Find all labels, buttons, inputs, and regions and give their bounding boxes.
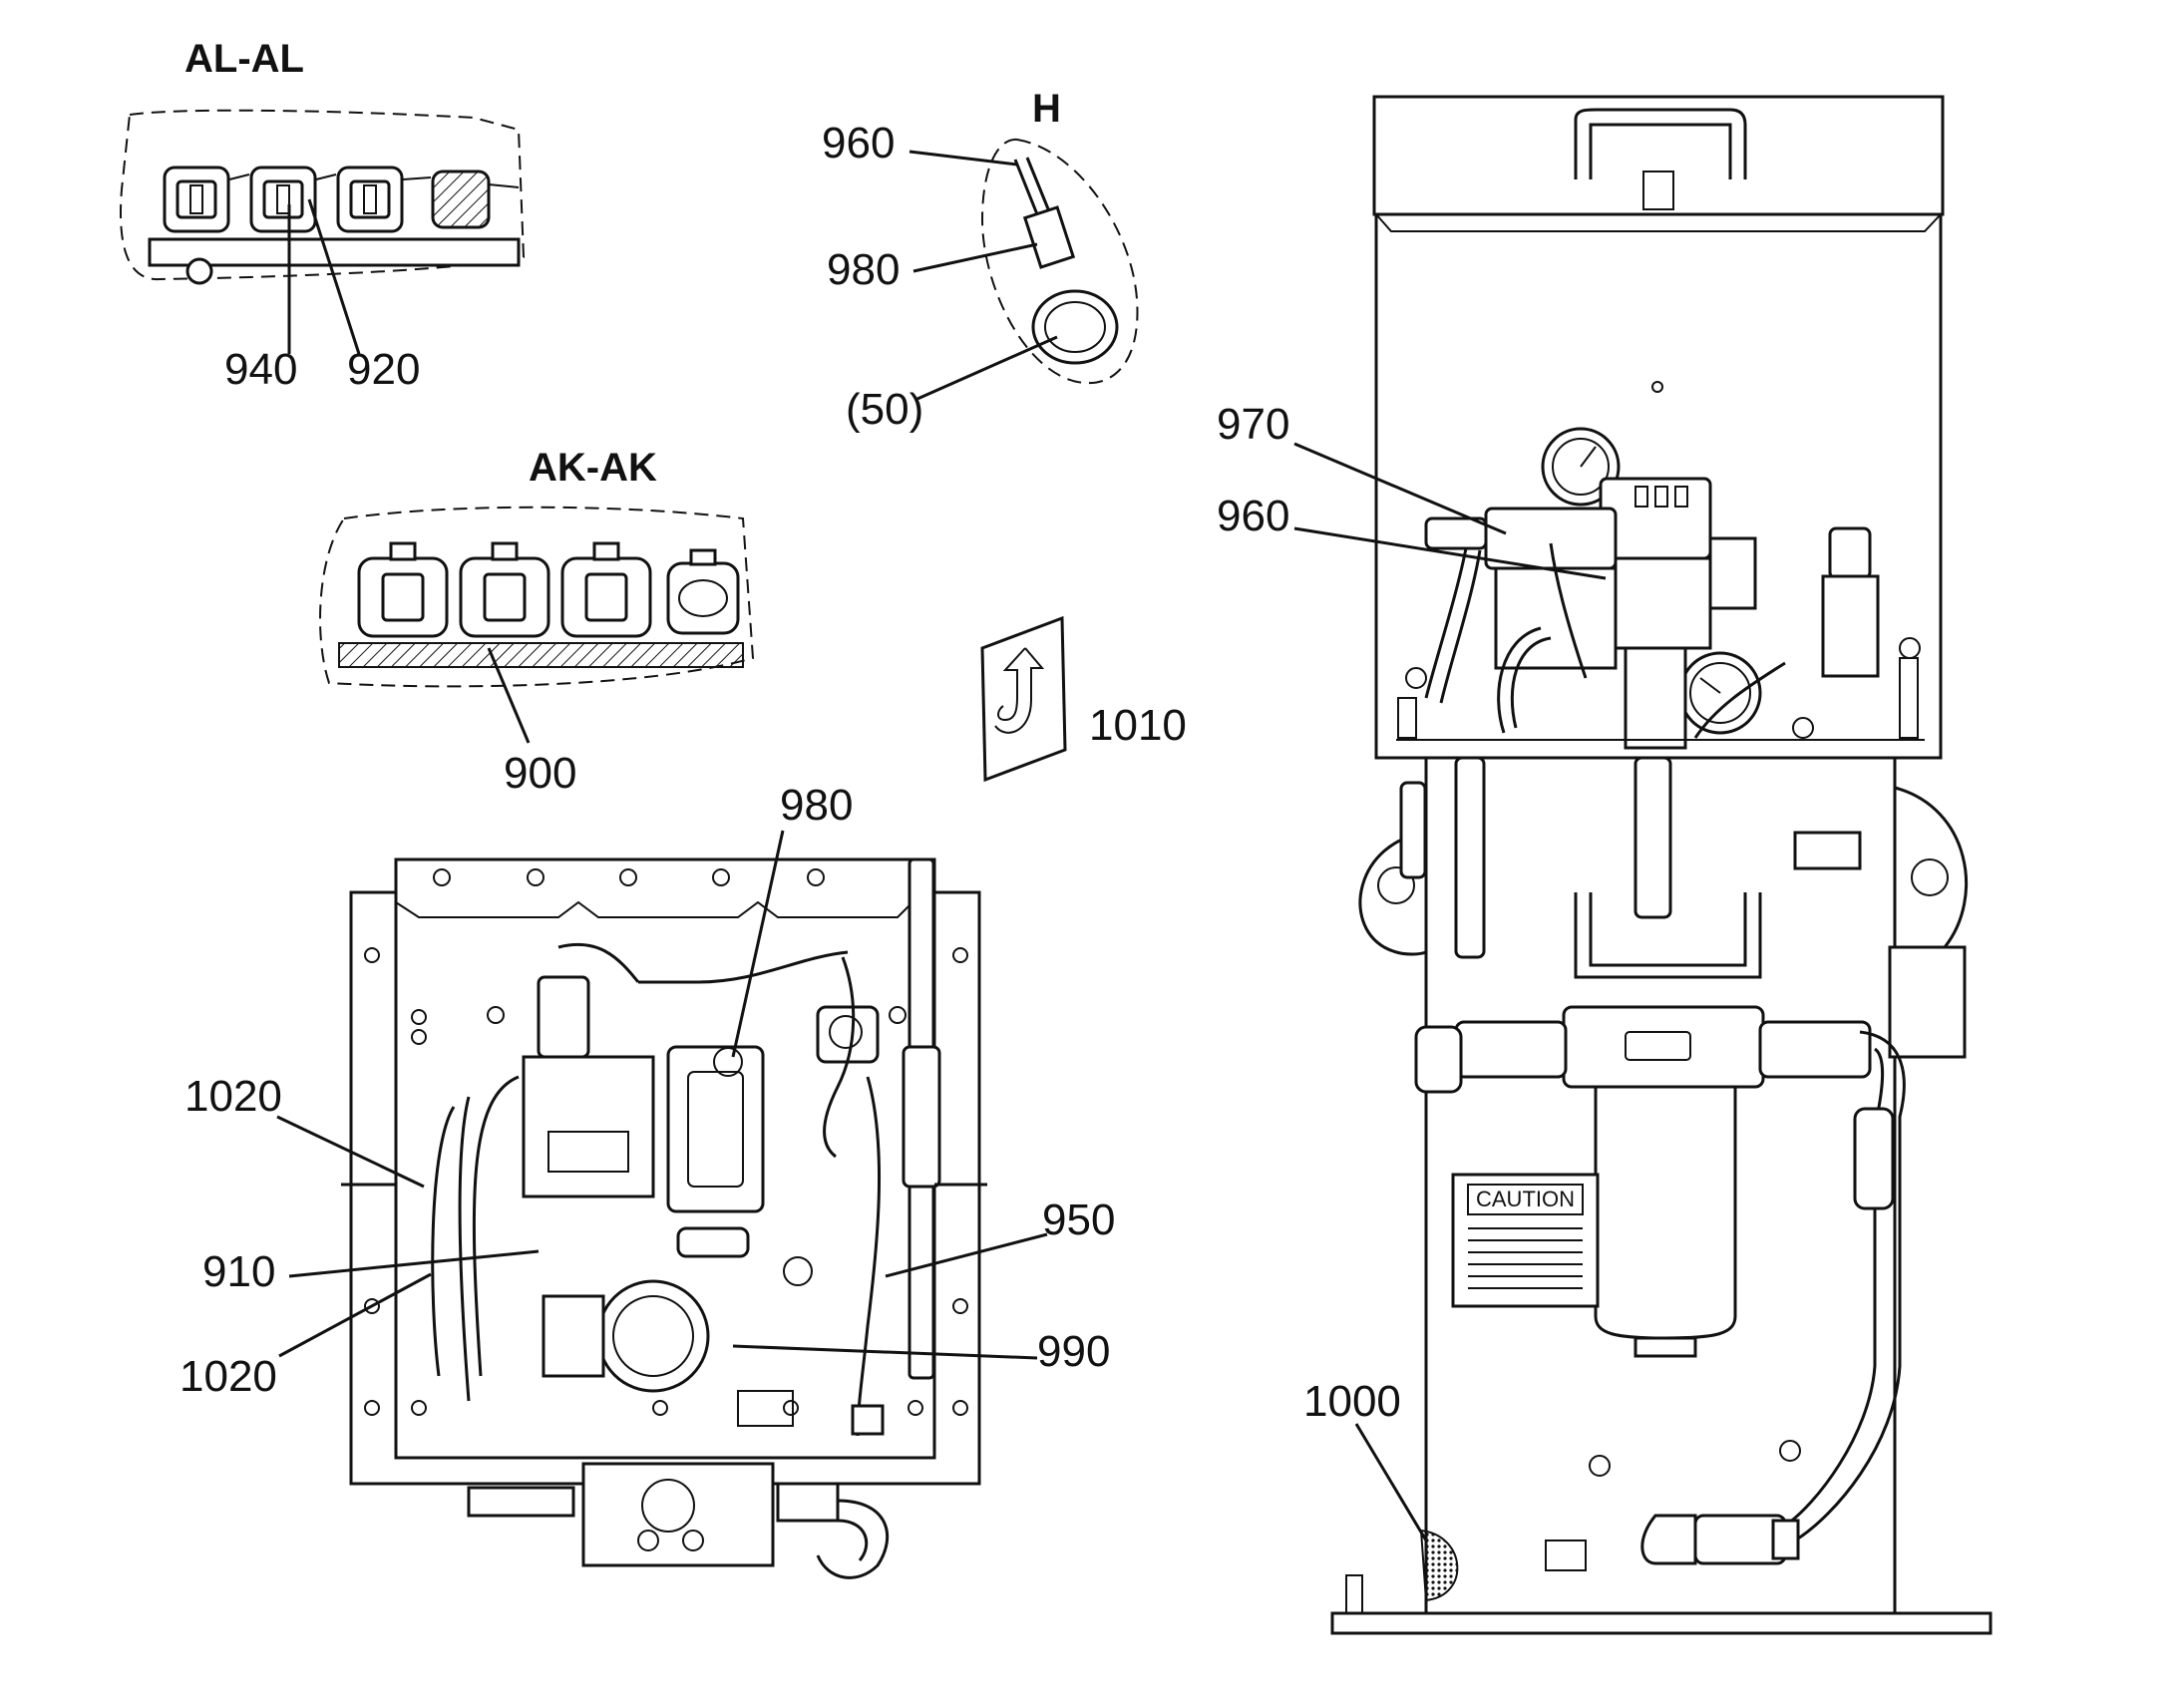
callout-1020-a: 1020: [184, 1072, 282, 1121]
pump-cabinet: CAUTION 970 960 1000: [1217, 95, 1993, 1635]
detail-h: H 960 980 (50): [822, 87, 1139, 434]
leader-1020-a: [276, 1115, 425, 1189]
callout-1000: 1000: [1303, 1377, 1401, 1426]
leader-980-panel: [731, 830, 785, 1058]
manifold-panel: 980 1020 910 1020 950 990: [180, 781, 1115, 1579]
level-decal: [1419, 1529, 1459, 1602]
caution-heading: CAUTION: [1476, 1187, 1575, 1211]
filter-element: [1594, 1085, 1737, 1340]
callout-940: 940: [224, 345, 297, 394]
leader-910: [288, 1249, 540, 1278]
callout-900: 900: [504, 749, 576, 798]
solenoid: [537, 975, 590, 1059]
filter-head: [1562, 1005, 1765, 1089]
callout-1020-b: 1020: [180, 1352, 277, 1401]
leader-960: [1293, 526, 1607, 580]
mounting-rail: [148, 237, 521, 267]
callout-50: (50): [846, 385, 923, 434]
leader-950: [885, 1232, 1048, 1278]
connector-row-al: [163, 166, 520, 233]
lift-decal: [980, 615, 1067, 783]
filter-housing: [666, 1045, 765, 1213]
callout-980-panel: 980: [780, 781, 853, 830]
leader-1020-b: [278, 1272, 432, 1358]
din-rail: [338, 642, 744, 668]
base-frame: [1330, 1611, 1993, 1635]
section-al-label: AL-AL: [184, 37, 304, 81]
callout-960-h: 960: [822, 119, 895, 168]
leader-970: [1293, 442, 1507, 535]
valve-block: [522, 1055, 655, 1198]
callout-970: 970: [1217, 400, 1289, 449]
section-ak-label: AK-AK: [529, 446, 657, 490]
id-plate: [1793, 831, 1862, 870]
callout-950: 950: [1042, 1196, 1115, 1244]
leader-990: [732, 1344, 1038, 1360]
leader-960-h: [908, 150, 1018, 167]
ring-terminal-sleeve: [1022, 205, 1076, 269]
section-al-al: AL-AL 940 920: [119, 37, 526, 394]
leader-900: [487, 647, 531, 744]
solenoid-valve: [1821, 574, 1880, 678]
leader-980-h: [912, 242, 1038, 273]
section-h-label: H: [1032, 87, 1061, 131]
connector-row-ak: [357, 541, 740, 638]
leader-920: [307, 198, 361, 355]
callout-910: 910: [202, 1247, 275, 1296]
manifold-base: [581, 1462, 775, 1567]
callout-960-right: 960: [1217, 492, 1289, 540]
callout-920: 920: [347, 345, 420, 394]
leader-50: [916, 335, 1058, 401]
lid-handle: [1574, 108, 1747, 179]
callout-1010: 1010: [1089, 701, 1187, 750]
pressure-sensor: [596, 1279, 710, 1393]
section-ak-ak: AK-AK 900: [319, 446, 755, 798]
cabinet-lid: [1372, 95, 1945, 216]
motor-body: [1614, 556, 1712, 650]
callout-980-h: 980: [827, 245, 900, 294]
lift-point-decal: 1010: [980, 615, 1187, 783]
leader-1000: [1354, 1423, 1428, 1541]
connector-cap: [431, 170, 491, 229]
callout-990: 990: [1037, 1327, 1110, 1376]
